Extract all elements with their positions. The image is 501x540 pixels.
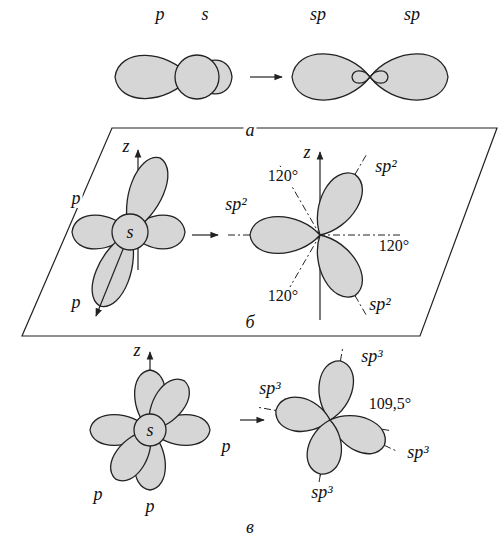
s-orbital <box>175 55 219 99</box>
angle-label: 120° <box>266 167 300 185</box>
orbital-lobe <box>292 54 370 100</box>
orbital-lobe <box>304 417 347 477</box>
orbital-label: sp² <box>373 156 398 176</box>
orbital-lobe <box>370 54 448 100</box>
orbital-lobe <box>250 217 320 254</box>
axis-label: z <box>131 340 142 360</box>
orbital-lobe <box>370 71 388 83</box>
plane <box>22 128 497 336</box>
reaction-arrow <box>240 419 264 420</box>
orbital-label: sp² <box>367 294 392 314</box>
orbital-label: p <box>144 496 157 516</box>
reaction-arrow <box>192 234 218 235</box>
orbital-label: sp <box>308 4 328 24</box>
angle-label: 109,5° <box>367 395 413 413</box>
panel-letter: б <box>243 312 256 332</box>
orbital-lobe <box>352 71 370 83</box>
axis-label: z <box>301 142 312 162</box>
axis-label: z <box>120 136 131 156</box>
orbital-label: sp³ <box>257 378 282 398</box>
orbital-label: sp³ <box>309 482 334 502</box>
orbital-label: p <box>70 292 83 312</box>
s-orbital <box>112 214 148 250</box>
panel-letter: а <box>244 120 257 140</box>
reaction-arrow <box>250 76 282 77</box>
orbital-label: sp³ <box>405 442 430 462</box>
s-orbital <box>134 414 166 446</box>
orbital-label: sp² <box>223 194 248 214</box>
orbital-label: p <box>154 4 167 24</box>
orbital-label: s <box>144 420 155 440</box>
orbital-label: sp <box>402 4 422 24</box>
panel-letter: в <box>244 517 256 537</box>
orbital-lobe <box>304 226 371 305</box>
orbital-label: p <box>92 484 105 504</box>
angle-label: 120° <box>266 287 300 305</box>
orbital-label: sp³ <box>359 346 384 366</box>
orbital-lobe <box>304 165 371 244</box>
orbital-label: s <box>124 222 135 242</box>
orbital-label: s <box>199 4 210 24</box>
angle-label: 120° <box>377 237 411 255</box>
orbital-label: p <box>220 436 233 456</box>
orbital-label: p <box>70 188 83 208</box>
